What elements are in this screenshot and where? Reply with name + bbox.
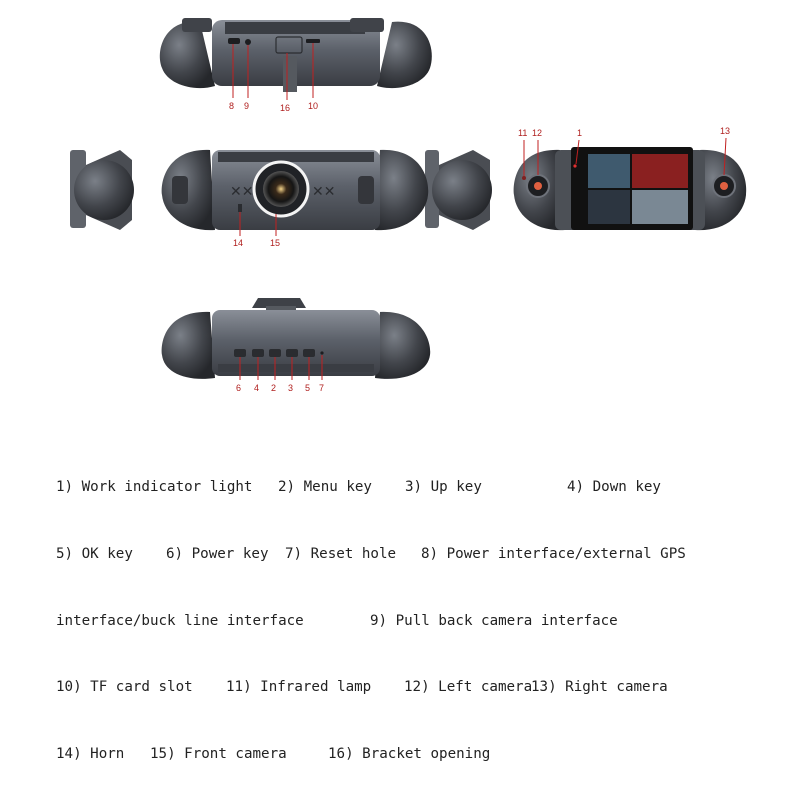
screen-pane-3 — [588, 190, 630, 224]
front-right-pod — [375, 149, 429, 231]
legend-item: 11) Infrared lamp — [226, 679, 372, 696]
legend-line: 10) TF card slot 11) Infrared lamp 12) Lef… — [56, 676, 796, 698]
legend-line: 5) OK key 6) Power key 7) Reset hole 8) Pow… — [56, 543, 796, 565]
up-key — [286, 349, 298, 357]
legend-item: 10) TF card slot — [56, 679, 193, 696]
front-camera-lens — [263, 171, 299, 207]
top-left-pod — [159, 21, 215, 89]
work-indicator — [573, 164, 577, 168]
front-vent — [218, 152, 374, 162]
screen-pane-1 — [588, 154, 630, 188]
power-port — [228, 38, 240, 44]
callout-front-15: 15 — [270, 238, 280, 248]
top-right-bracket — [350, 18, 384, 32]
down-key — [252, 349, 264, 357]
reset-hole — [320, 351, 324, 355]
callout-bottom-5: 5 — [305, 383, 310, 393]
svg-text:✕✕: ✕✕ — [230, 184, 253, 200]
callout-bottom-4: 4 — [254, 383, 259, 393]
mount-stub — [252, 298, 306, 308]
menu-key — [269, 349, 281, 357]
legend-item: 12) Left camera — [404, 679, 533, 696]
callout-bottom-6: 6 — [236, 383, 241, 393]
legend-line: interface/buck line interface 9) Pull bac… — [56, 610, 796, 632]
legend-item: 6) Power key — [166, 546, 269, 562]
left-ir-lamp-screen — [522, 176, 526, 180]
right-side-view — [425, 150, 492, 230]
bottom-vent — [218, 364, 374, 372]
legend-item: 7) Reset hole — [285, 546, 397, 562]
callout-top-9: 9 — [244, 101, 249, 111]
ok-key — [303, 349, 315, 357]
screen-pane-2 — [632, 154, 688, 188]
horn-grille — [238, 204, 242, 212]
legend-item: 4) Down key — [567, 479, 661, 496]
tf-card-slot — [306, 39, 320, 43]
legend-item: interface/buck line interface — [56, 612, 304, 629]
bottom-right-pod — [375, 311, 431, 379]
left-ir-lamp — [172, 176, 188, 204]
bottom-housing — [212, 310, 380, 376]
legend-item: 13) Right camera — [531, 679, 668, 696]
callout-screen-1: 1 — [577, 128, 582, 138]
bottom-view: 6 4 2 3 5 7 — [161, 298, 431, 393]
product-diagram: 8 9 16 10 ✕✕ ✕✕ 14 15 — [70, 18, 747, 393]
callout-top-10: 10 — [308, 101, 318, 111]
top-right-pod — [377, 21, 432, 89]
screen-pane-4 — [632, 190, 688, 224]
callout-screen-13: 13 — [720, 126, 730, 136]
legend-line: 1) Work indicator light 2) Menu key 3) Up … — [56, 476, 796, 498]
left-side-view — [70, 150, 134, 230]
callout-bottom-3: 3 — [288, 383, 293, 393]
legend-item: 8) Power interface/external GPS — [421, 546, 686, 562]
rear-camera-port — [245, 39, 251, 45]
power-key — [234, 349, 246, 357]
legend-item: 16) Bracket opening — [328, 745, 491, 762]
bracket-opening — [275, 36, 303, 54]
parts-legend: 1) Work indicator light 2) Menu key 3) Up … — [56, 432, 796, 787]
callout-front-14: 14 — [233, 238, 243, 248]
legend-item: 9) Pull back camera interface — [370, 612, 618, 629]
top-view: 8 9 16 10 — [159, 18, 432, 113]
callout-top-8: 8 — [229, 101, 234, 111]
legend-line: 14) Horn 15) Front camera 16) Bracket open… — [56, 743, 796, 765]
right-ir-lamp — [358, 176, 374, 204]
legend-item: 5) OK key — [56, 546, 133, 562]
screen-view: 11 12 1 13 — [513, 126, 747, 231]
legend-item: 3) Up key — [405, 479, 482, 496]
callout-bottom-7: 7 — [319, 383, 324, 393]
front-left-pod — [161, 149, 215, 231]
top-mount — [283, 56, 297, 92]
front-view: ✕✕ ✕✕ 14 15 — [161, 149, 429, 248]
legend-item: 1) Work indicator light — [56, 479, 253, 496]
top-left-bracket — [182, 18, 212, 32]
callout-bottom-2: 2 — [271, 383, 276, 393]
legend-item: 2) Menu key — [278, 479, 372, 496]
callout-screen-12: 12 — [532, 128, 542, 138]
top-vent — [225, 22, 365, 34]
legend-item: 15) Front camera — [150, 745, 287, 762]
legend-item: 14) Horn — [56, 745, 125, 762]
bottom-left-pod — [161, 311, 215, 379]
callout-screen-11: 11 — [518, 128, 527, 138]
svg-text:✕✕: ✕✕ — [312, 184, 335, 200]
callout-top-16: 16 — [280, 103, 290, 113]
